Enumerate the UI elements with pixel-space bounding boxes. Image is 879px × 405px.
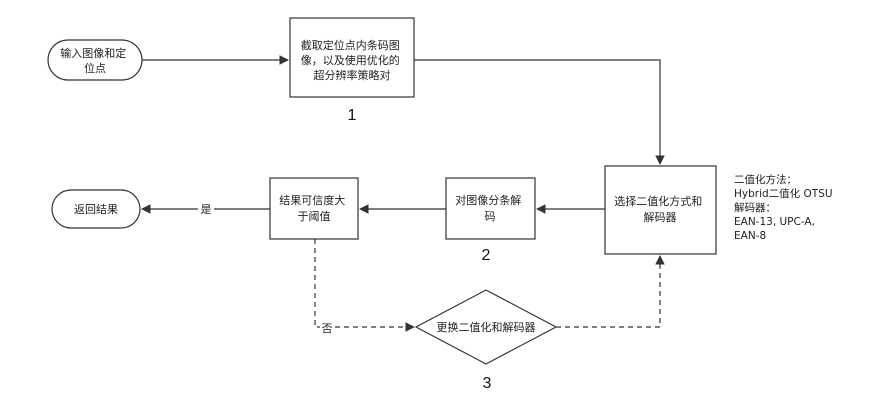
edge-label-no: 否: [322, 322, 333, 335]
input-node: 输入图像和定 位点: [47, 39, 143, 81]
yes-label-bg: [198, 202, 214, 216]
confidence-node-line-1: 结果可信度大: [279, 193, 345, 207]
input-node-line-2: 位点: [84, 61, 106, 75]
replace-decision-label: 更换二值化和解码器: [437, 320, 536, 334]
svg-text:结果可信度大 于阈值: 结果可信度大 于阈值: [279, 193, 349, 223]
replace-decision-node: 更换二值化和解码器: [414, 289, 558, 365]
step-number-3: 3: [483, 375, 492, 392]
edge-crop-to-select: [414, 59, 665, 165]
edge-confidence-to-replace: [314, 239, 415, 332]
return-node-label: 返回结果: [74, 203, 118, 216]
select-node: 选择二值化方式和 解码器: [604, 165, 717, 255]
note-line-5: EAN-8: [734, 230, 766, 242]
decode-node: 对图像分条解 码: [445, 177, 536, 240]
step-number-2: 2: [482, 247, 491, 264]
crop-node-line-2: 像，以及使用优化的: [301, 53, 400, 67]
confidence-node: 结果可信度大 于阈值: [269, 177, 359, 240]
no-label-bg: [320, 321, 334, 334]
edge-label-yes: 是: [201, 203, 212, 216]
select-node-line-2: 解码器: [644, 210, 677, 224]
note-line-2: Hybrid二值化 OTSU: [734, 187, 833, 200]
crop-node-line-3: 超分辨率策略对: [314, 68, 391, 82]
crop-node: 截取定位点内条码图 像，以及使用优化的 超分辨率策略对: [289, 17, 415, 98]
note-line-3: 解码器：: [734, 201, 776, 214]
svg-text:对图像分条解 码: 对图像分条解 码: [455, 193, 525, 223]
step-number-1: 1: [348, 107, 357, 124]
svg-text:截取定位点内条码图 像，以及使用优化的: 截取定位点内条码图 像，以及使用优化的 超分辨率策略对: [301, 38, 404, 82]
note-line-4: EAN-13, UPC-A,: [734, 216, 815, 228]
crop-node-line-1: 截取定位点内条码图: [301, 38, 400, 52]
edge-replace-to-select: [556, 255, 665, 328]
confidence-node-line-2: 于阈值: [298, 209, 331, 223]
return-node: 返回结果: [51, 189, 141, 229]
select-node-line-1: 选择二值化方式和: [614, 194, 702, 208]
svg-text:选择二值化方式和 解码器: 选择二值化方式和 解码器: [614, 194, 706, 224]
input-node-line-1: 输入图像和定: [60, 46, 126, 60]
note-line-1: 二值化方法：: [734, 173, 797, 186]
method-note: 二值化方法： Hybrid二值化 OTSU 解码器： EAN-13, UPC-A…: [734, 173, 836, 242]
decode-node-line-1: 对图像分条解: [455, 193, 521, 207]
decode-node-line-2: 码: [485, 210, 496, 223]
svg-text:输入图像和定 位点: 输入图像和定 位点: [60, 46, 130, 75]
